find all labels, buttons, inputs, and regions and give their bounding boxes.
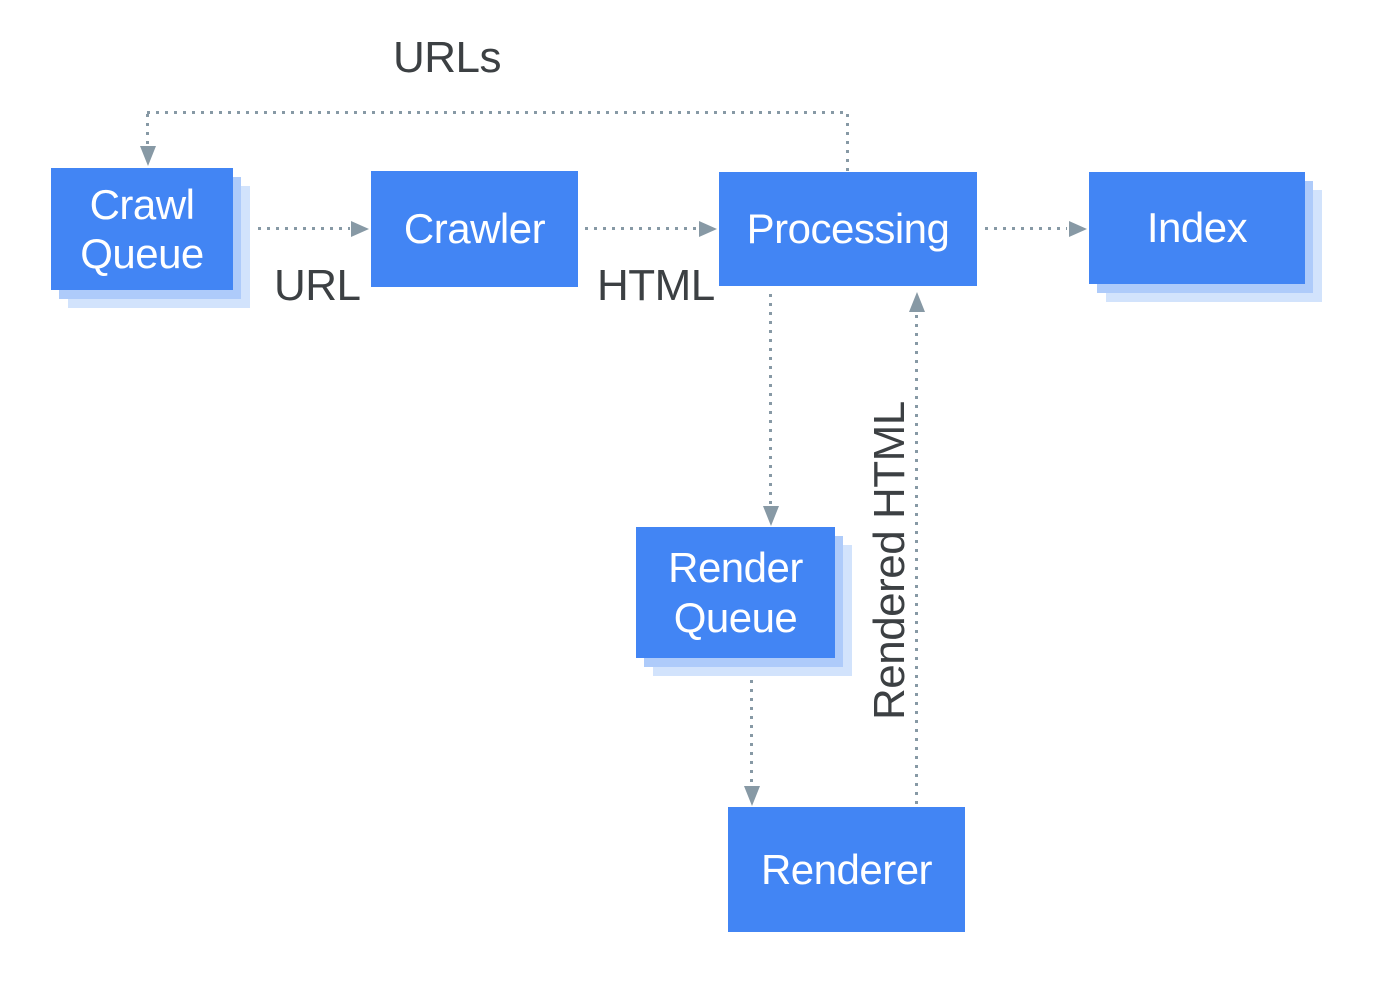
node-crawl-queue-label: Crawl Queue: [80, 180, 204, 277]
edge-label-rendered-html: Rendered HTML: [865, 401, 914, 720]
edge-label-urls: URLs: [393, 33, 502, 82]
connector-processing-to-index: [985, 227, 1067, 230]
arrowhead-up-icon: [909, 292, 925, 312]
arrowhead-right-icon: [1069, 221, 1087, 237]
node-render-queue-label: Render Queue: [668, 544, 803, 641]
node-crawler-label: Crawler: [403, 205, 546, 253]
connector-feedback-left: [146, 114, 149, 146]
edge-label-url: URL: [274, 261, 361, 310]
edge-label-html: HTML: [597, 261, 715, 310]
node-render-queue: Render Queue: [636, 527, 835, 658]
node-crawler: Crawler: [371, 171, 578, 287]
connector-feedback-right: [846, 114, 849, 171]
arrowhead-down-icon: [744, 786, 760, 806]
arrowhead-right-icon: [351, 221, 369, 237]
node-renderer-label: Renderer: [760, 845, 933, 893]
node-index-label: Index: [1146, 204, 1248, 252]
connector-processing-to-renderqueue: [769, 294, 772, 504]
connector-renderer-to-processing: [915, 315, 918, 806]
arrowhead-right-icon: [699, 221, 717, 237]
connector-crawlqueue-to-crawler: [258, 227, 350, 230]
arrowhead-down-icon: [763, 506, 779, 526]
node-index: Index: [1089, 172, 1305, 284]
node-crawl-queue: Crawl Queue: [51, 168, 233, 290]
node-processing-label: Processing: [746, 205, 950, 253]
connector-feedback-top: [147, 111, 849, 114]
connector-renderqueue-to-renderer: [750, 680, 753, 784]
arrowhead-down-icon: [140, 146, 156, 166]
node-processing: Processing: [719, 172, 977, 286]
connector-crawler-to-processing: [585, 227, 697, 230]
node-renderer: Renderer: [728, 807, 965, 932]
